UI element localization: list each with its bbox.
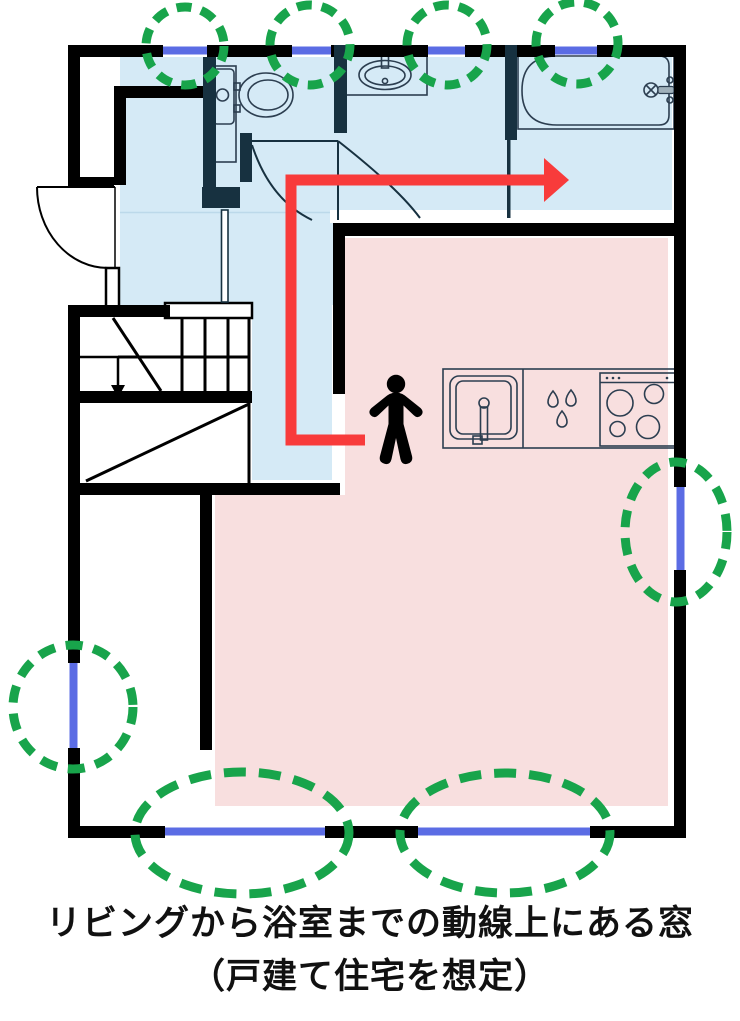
highlight-circle-right (620, 457, 732, 607)
highlight-circle-top-2 (265, 0, 355, 90)
entrance-door-icon (36, 186, 121, 310)
window-left-1 (69, 663, 78, 748)
toilet-icon (210, 65, 294, 163)
highlight-circle-bottom-2 (395, 768, 615, 898)
caption: リビングから浴室までの動線上にある窓 （戸建て住宅を想定） (0, 898, 740, 1003)
window-bottom-2 (418, 827, 590, 836)
window-top-2 (292, 46, 331, 55)
highlight-circle-top-1 (141, 2, 229, 90)
water-drops-icon (547, 388, 577, 428)
living-zone-left (215, 495, 345, 806)
toilet-door-leaf (220, 209, 229, 303)
threshold-strip (330, 210, 674, 223)
windows (69, 46, 685, 836)
highlight-circle-top-4 (531, 0, 623, 89)
caption-line-2: （戸建て住宅を想定） (189, 956, 550, 996)
flow-arrow-icon (285, 158, 569, 446)
person-icon (369, 374, 423, 465)
living-zone (345, 238, 668, 806)
stairs-landing (163, 301, 254, 320)
highlight-circle-top-3 (402, 0, 492, 90)
window-top-4 (555, 46, 597, 55)
highlight-circle-bottom-1 (130, 767, 354, 899)
kitchen-sink-icon (449, 375, 518, 445)
highlight-circle-left (8, 640, 138, 774)
window-highlights (8, 0, 732, 899)
window-bottom-1 (165, 827, 325, 836)
window-right-1 (676, 487, 685, 570)
window-top-1 (163, 46, 207, 55)
caption-line-1: リビングから浴室までの動線上にある窓 (45, 904, 694, 943)
entrance-door-leaf (104, 266, 121, 310)
interior-walls (68, 45, 686, 750)
window-top-3 (428, 46, 465, 55)
